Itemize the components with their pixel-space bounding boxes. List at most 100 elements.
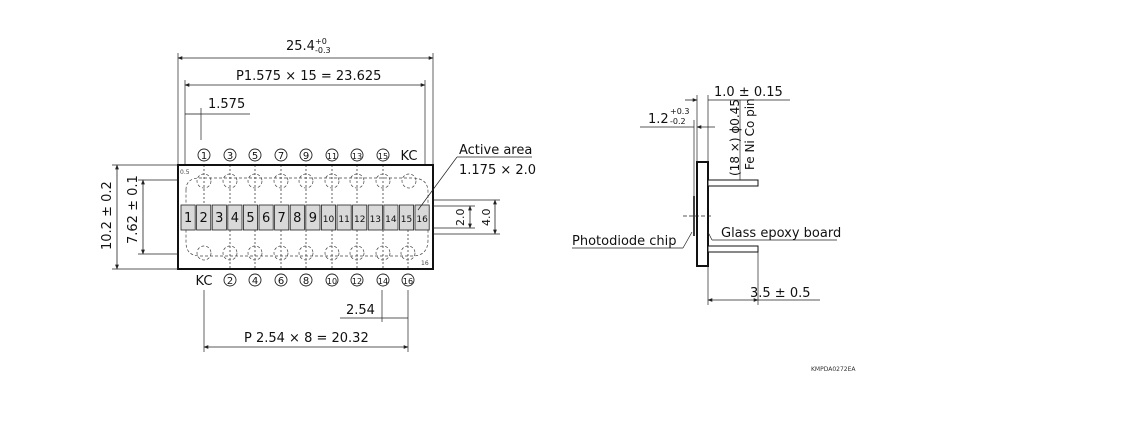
pin-number-circle [299,148,313,162]
pin-hole [196,245,212,261]
element-number: 11 [338,215,349,225]
side-view: 1.0 ± 0.15 1.2 +0.3 -0.2 (18 ×) ϕ0.45 Fe… [572,85,841,305]
pin-number-circle [350,148,364,162]
pitch-total-dimension: P1.575 × 15 = 23.625 [184,69,426,165]
pin-number-circle [223,148,237,162]
pin-hole [247,173,263,189]
active-area-callout: Active area 1.175 × 2.0 [417,143,536,211]
element-cell [196,204,212,231]
pin-number-circle [376,273,390,287]
pitch-dimension: 1.575 [185,97,250,140]
pin-hole [349,245,365,261]
pin-hole [222,173,238,189]
photodiode-chip-label: Photodiode chip [572,234,677,249]
element-cell [258,204,274,231]
pin-number-circle [274,273,288,287]
glass-epoxy-board [696,161,709,267]
pitch-label: 1.575 [208,97,245,112]
pin-number: 3 [227,151,233,162]
pin-number: 5 [252,151,258,162]
pin-number-circle [325,148,339,162]
pin-number-circle [401,273,415,287]
element-height-label: 2.0 [454,209,467,227]
overall-width-label: 25.4 [286,39,315,54]
overall-width-tol-lower: -0.3 [315,46,331,55]
pin-number: 12 [352,277,362,286]
figure-code: KMPDA0272EA [811,366,856,373]
pin-number-circle [350,273,364,287]
pitch-total-label: P1.575 × 15 = 23.625 [236,69,381,84]
pin-number-circle [197,148,211,162]
element-cell [383,204,399,231]
pin-hole [298,173,314,189]
pin-number: 8 [303,276,309,287]
pin-hole [273,173,289,189]
corner-mark-top: 0.5 [180,169,190,176]
element-number: 13 [370,215,381,225]
chip-offset-tol-upper: +0.3 [670,107,689,116]
element-area-outline [185,177,429,257]
element-cell [336,204,352,231]
pin-number-circle [223,273,237,287]
inner-height-label: 7.62 ± 0.1 [126,175,141,244]
pin-number-circle [376,148,390,162]
pin-hole [196,173,212,189]
pin-hole [247,245,263,261]
pin-hole [375,245,391,261]
element-cell [180,204,196,231]
front-view: 25.4 +0 -0.3 P1.575 × 15 = 23.625 1.575 … [100,37,536,352]
pin-number-circle [274,148,288,162]
pin-number-circle [325,273,339,287]
top-kc-label: KC [401,149,418,164]
corner-mark-bottom: 16 [421,260,429,267]
pin-number: 4 [252,276,258,287]
pin-pitch-dimension: 2.54 [340,290,409,322]
chip-offset-label: 1.2 [648,112,669,127]
pin-pitch-label: 2.54 [346,303,375,318]
pin-hole [401,173,417,189]
pin-number: 7 [278,151,284,162]
pin-pitch-total-label: P 2.54 × 8 = 20.32 [244,331,369,346]
element-cell [398,204,414,231]
element-cell [274,204,290,231]
element-cell [227,204,243,231]
element-number: 7 [278,211,286,226]
outer-height-label: 10.2 ± 0.2 [100,181,115,250]
pin-description: (18 ×) ϕ0.45 [728,99,742,176]
pin-top [707,179,759,187]
element-number: 15 [401,215,412,225]
element-cell [320,204,336,231]
pin-pitch-total-dimension: P 2.54 × 8 = 20.32 [203,290,409,352]
thickness-label: 1.0 ± 0.15 [714,85,783,100]
element-cell [242,204,258,231]
element-height-dimensions: 2.0 4.0 [433,199,500,235]
pin-number: 13 [352,152,362,161]
pin-hole [273,245,289,261]
element-number: 3 [215,211,223,226]
pin-number: 10 [327,277,337,286]
pin-hole [324,245,340,261]
overall-width-tol-upper: +0 [315,37,327,46]
pin-bottom [707,245,759,253]
pin-hole [298,245,314,261]
active-area-size: 1.175 × 2.0 [459,163,536,178]
pin-length-label: 3.5 ± 0.5 [750,286,811,301]
pin-material: Fe Ni Co pin [743,98,757,170]
element-number: 6 [262,211,270,226]
element-number: 12 [354,215,365,225]
overall-width-dimension: 25.4 +0 -0.3 [177,37,434,165]
pin-number: 11 [327,152,337,161]
pin-number: 14 [378,277,388,286]
element-number: 2 [200,211,208,226]
element-number: 1 [184,211,192,226]
element-number: 14 [385,215,397,225]
element-cell [289,204,305,231]
pin-number: 1 [201,151,207,162]
chip-offset-tol-lower: -0.2 [670,117,686,126]
element-cell [305,204,321,231]
element-cell [367,204,383,231]
pin-number: 9 [303,151,309,162]
